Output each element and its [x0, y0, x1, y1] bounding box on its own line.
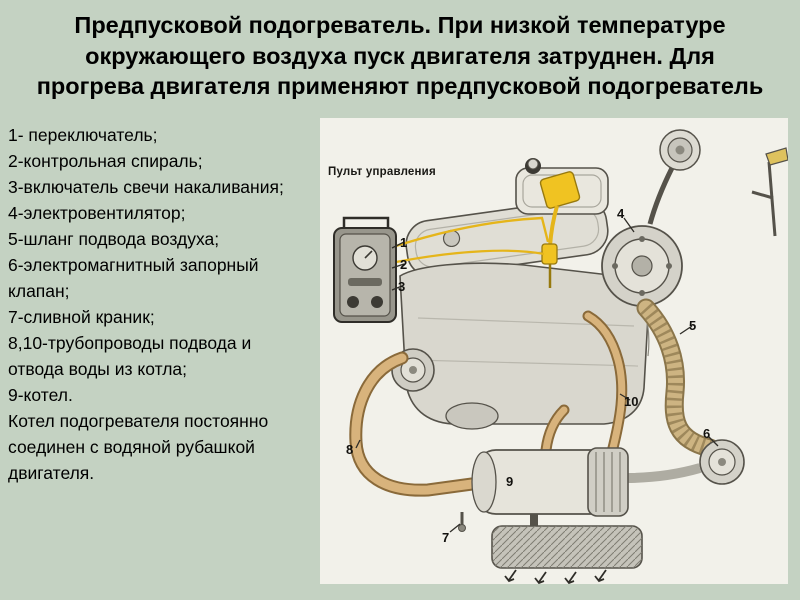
- legend-item-5: 5-шланг подвода воздуха;: [8, 229, 220, 249]
- title-line-3: прогрева двигателя применяют предпусково…: [36, 73, 764, 100]
- title-line-2: окружающего воздуха пуск двигателя затру…: [85, 42, 715, 69]
- callout-3: 3: [398, 279, 406, 294]
- legend-note: Котел подогревателя постоянно соединен с…: [8, 411, 269, 483]
- callout-10: 10: [624, 394, 639, 409]
- legend-item-9: 9-котел.: [8, 385, 73, 405]
- callout-2: 2: [400, 257, 408, 272]
- shutoff-valve-unit: [625, 439, 745, 485]
- callout-6: 6: [703, 426, 711, 441]
- legend-item-6: 6-электромагнитный запорный клапан;: [8, 255, 259, 301]
- callout-leaders: [355, 217, 719, 533]
- slide-title: Предпусковой подогреватель. При низкой т…: [0, 0, 800, 102]
- callout-4: 4: [617, 206, 625, 221]
- air-supply-hose: [636, 298, 720, 458]
- legend-item-4: 4-электровентилятор;: [8, 203, 186, 223]
- exhaust-arrows: [504, 569, 607, 584]
- throttle-lever: [751, 147, 788, 237]
- heat-shield: [491, 525, 643, 584]
- engine-block: [391, 198, 650, 430]
- engine-preheater-illustration: [320, 118, 788, 584]
- electric-fan: [601, 225, 683, 307]
- legend-item-8: 8,10-трубопроводы подвода и отвода воды …: [8, 333, 252, 379]
- expansion-tank: [515, 158, 609, 215]
- callout-8: 8: [346, 442, 354, 457]
- callout-1: 1: [400, 235, 408, 250]
- legend-item-7: 7-сливной краник;: [8, 307, 155, 327]
- heater-fuel-tank: [539, 171, 581, 288]
- control-panel: [333, 216, 397, 323]
- legend-item-2: 2-контрольная спираль;: [8, 151, 203, 171]
- title-line-1: Предпусковой подогреватель. При низкой т…: [74, 12, 726, 38]
- callout-5: 5: [689, 318, 697, 333]
- legend-item-1: 1- переключатель;: [8, 125, 158, 145]
- drain-cock: [458, 512, 466, 532]
- control-panel-label: Пульт управления: [328, 166, 436, 178]
- boiler: [471, 447, 629, 528]
- legend-item-3: 3-включатель свечи накаливания;: [8, 177, 284, 197]
- callout-7: 7: [442, 530, 450, 545]
- air-inlet: [647, 129, 701, 225]
- callout-9: 9: [506, 474, 514, 489]
- heater-wires: [395, 216, 550, 264]
- water-pipes: [349, 310, 628, 497]
- figure-area: Пульт управления 1 2 3 4 5 6 7 8 9 10: [320, 118, 788, 584]
- component-legend: 1- переключатель; 2-контрольная спираль;…: [8, 122, 310, 486]
